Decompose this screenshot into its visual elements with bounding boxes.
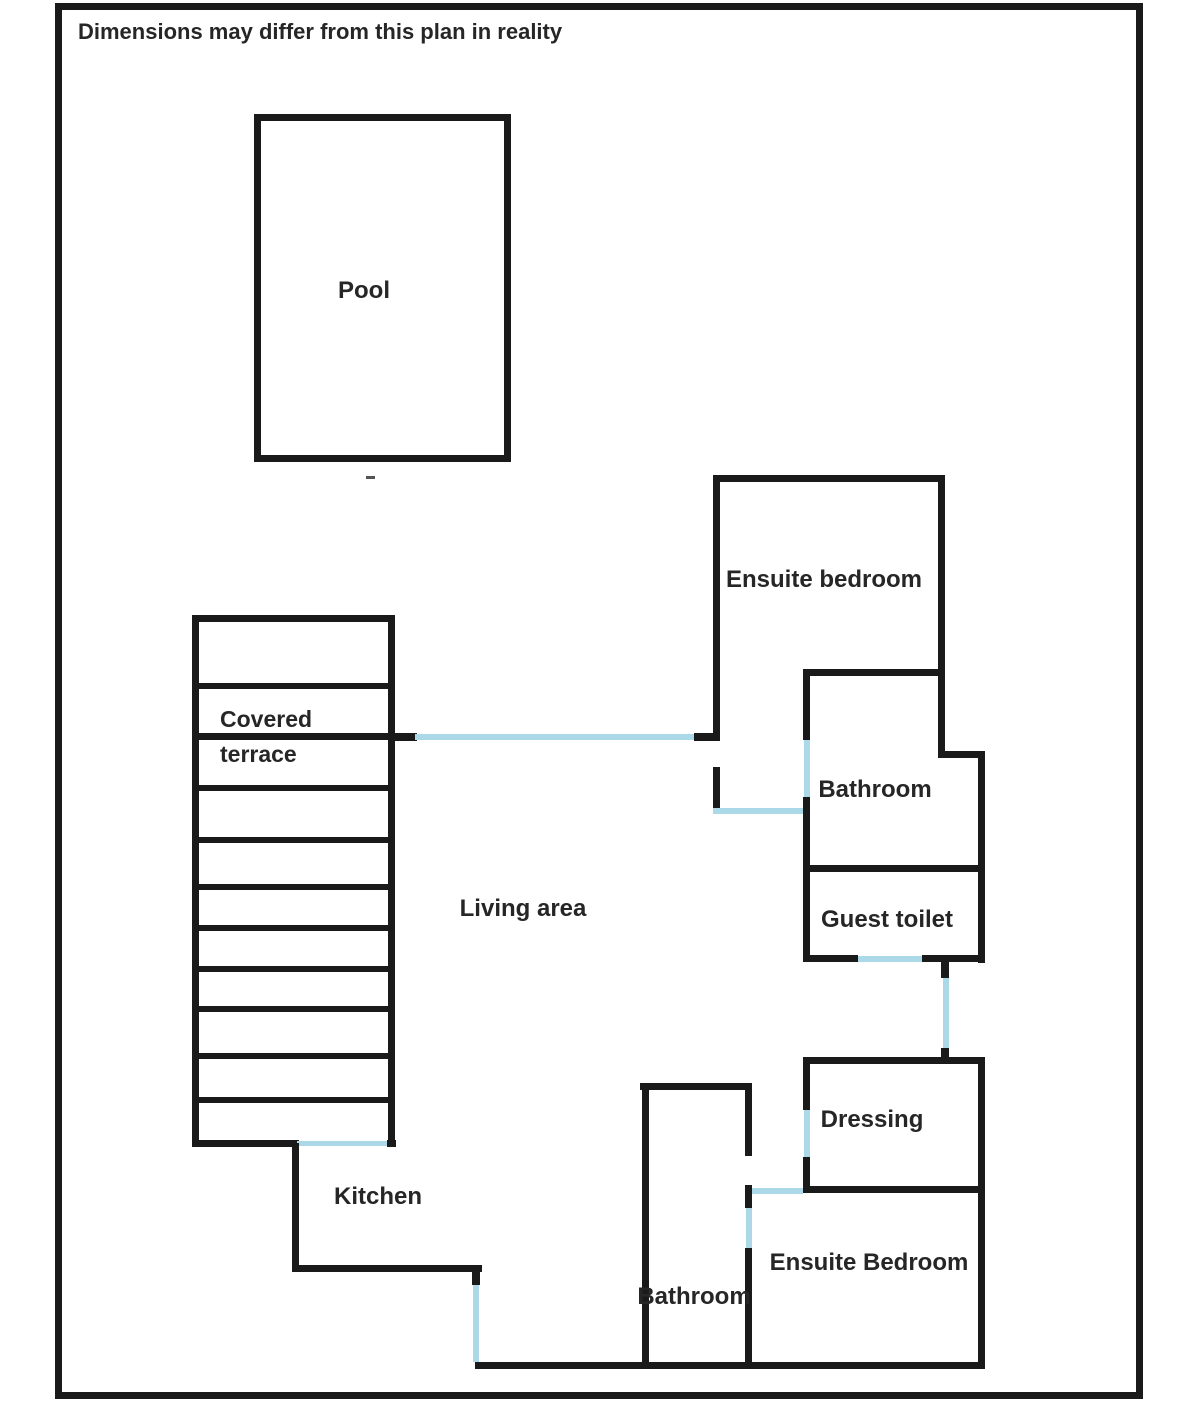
wall-ensuite-top-west-upper [713,475,720,740]
ensuite-bedroom-top-label: Ensuite bedroom [725,565,923,593]
door-ensuite-bottom-entry [747,1188,803,1194]
wall-guest-toilet-south-right [922,955,985,962]
kitchen-label: Kitchen [333,1182,423,1210]
wall-ensuite-bottom-west-lower [745,1248,752,1369]
wall-ensuite-top-west-lower [713,767,720,811]
wall-patio-stub-right [694,733,720,741]
wall-east-outer [978,1057,985,1369]
small-mark [366,476,375,479]
wall-terrace-slat [192,1006,395,1012]
wall-dressing-north [803,1057,985,1064]
wall-ensuite-step [938,751,985,758]
wall-patio-stub-left [395,733,417,741]
covered-terrace-label-line1: Covered [220,706,313,732]
wall-south-outer [475,1362,985,1369]
wall-guest-toilet-south-left [803,955,858,962]
wall-terrace-slat [192,785,395,791]
door-ensuite-bathroom [746,1208,752,1248]
wall-terrace-slat [192,1097,395,1103]
wall-terrace-bottom-right [387,1140,396,1147]
wall-bathroom-bottom-west [642,1083,649,1369]
door-patio-sliding [415,734,695,740]
wall-ensuite-bottom-west-upper [745,1083,752,1156]
wall-terrace-top [192,615,395,622]
pool-label: Pool [338,276,390,304]
plan-border [55,3,1143,1399]
wall-bathroom-toilet-divider [803,865,985,872]
wall-terrace-slat [192,733,395,740]
door-bathroom-top [804,740,810,797]
door-hallway [713,808,805,814]
wall-ensuite-top-east [938,475,945,758]
dressing-label: Dressing [820,1105,924,1133]
door-passage [943,978,949,1050]
wall-terrace-bottom-left [192,1140,299,1147]
wall-bathroom-top-north [803,669,945,676]
pool-outline [254,114,511,462]
wall-bathroom-top-west-upper [803,669,810,740]
wall-passage-stub-bottom [941,1048,949,1060]
wall-terrace-slat [192,837,395,843]
ensuite-bedroom-bottom-label: Ensuite Bedroom [769,1248,969,1276]
covered-terrace-label-line2: terrace [220,741,297,767]
wall-kitchen-west [292,1143,299,1272]
wall-dressing-west-upper [803,1057,810,1110]
wall-kitchen-step [472,1265,480,1285]
guest-toilet-label: Guest toilet [820,905,954,933]
bathroom-top-label: Bathroom [818,775,932,803]
wall-dressing-south [803,1186,985,1193]
wall-ensuite-bottom-west-mid [745,1185,752,1208]
living-area-label: Living area [459,894,587,922]
wall-terrace-slat [192,683,395,689]
wall-passage-stub-top [941,962,949,978]
wall-terrace-slat [192,884,395,890]
wall-terrace-right [388,615,395,1147]
disclaimer-text: Dimensions may differ from this plan in … [78,19,563,44]
door-dressing [804,1110,810,1157]
wall-kitchen-south [292,1265,482,1272]
wall-terrace-left [192,615,199,1147]
wall-bathroom-bottom-north [640,1083,752,1090]
door-terrace-bottom [297,1141,389,1146]
wall-bathroom-top-east [978,751,985,963]
wall-terrace-slat [192,925,395,931]
wall-terrace-slat [192,1053,395,1059]
wall-terrace-slat [192,966,395,972]
wall-bathroom-top-west-lower [803,797,810,962]
bathroom-bottom-label: Bathroom [637,1282,751,1310]
door-guest-toilet [858,956,922,962]
wall-ensuite-top-north [713,475,945,482]
door-kitchen-entry [473,1285,479,1362]
wall-dressing-west-lower [803,1157,810,1193]
